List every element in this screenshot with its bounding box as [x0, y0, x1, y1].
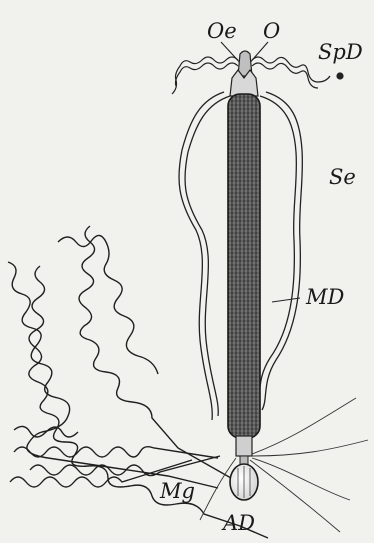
label-anal-duct: AD	[223, 513, 255, 534]
pylorus	[236, 436, 252, 456]
salivary-gland-right	[256, 92, 302, 410]
label-mouth: O	[263, 21, 280, 42]
label-oesophagus: Oe	[207, 21, 237, 42]
midgut	[228, 94, 260, 438]
label-salivary-duct: SpD	[318, 42, 363, 63]
label-midgut: MD	[306, 287, 344, 308]
label-malpighian: Mg	[160, 481, 195, 502]
label-salivary-gland: Se	[329, 167, 356, 188]
salivary-gland-left	[179, 92, 230, 420]
